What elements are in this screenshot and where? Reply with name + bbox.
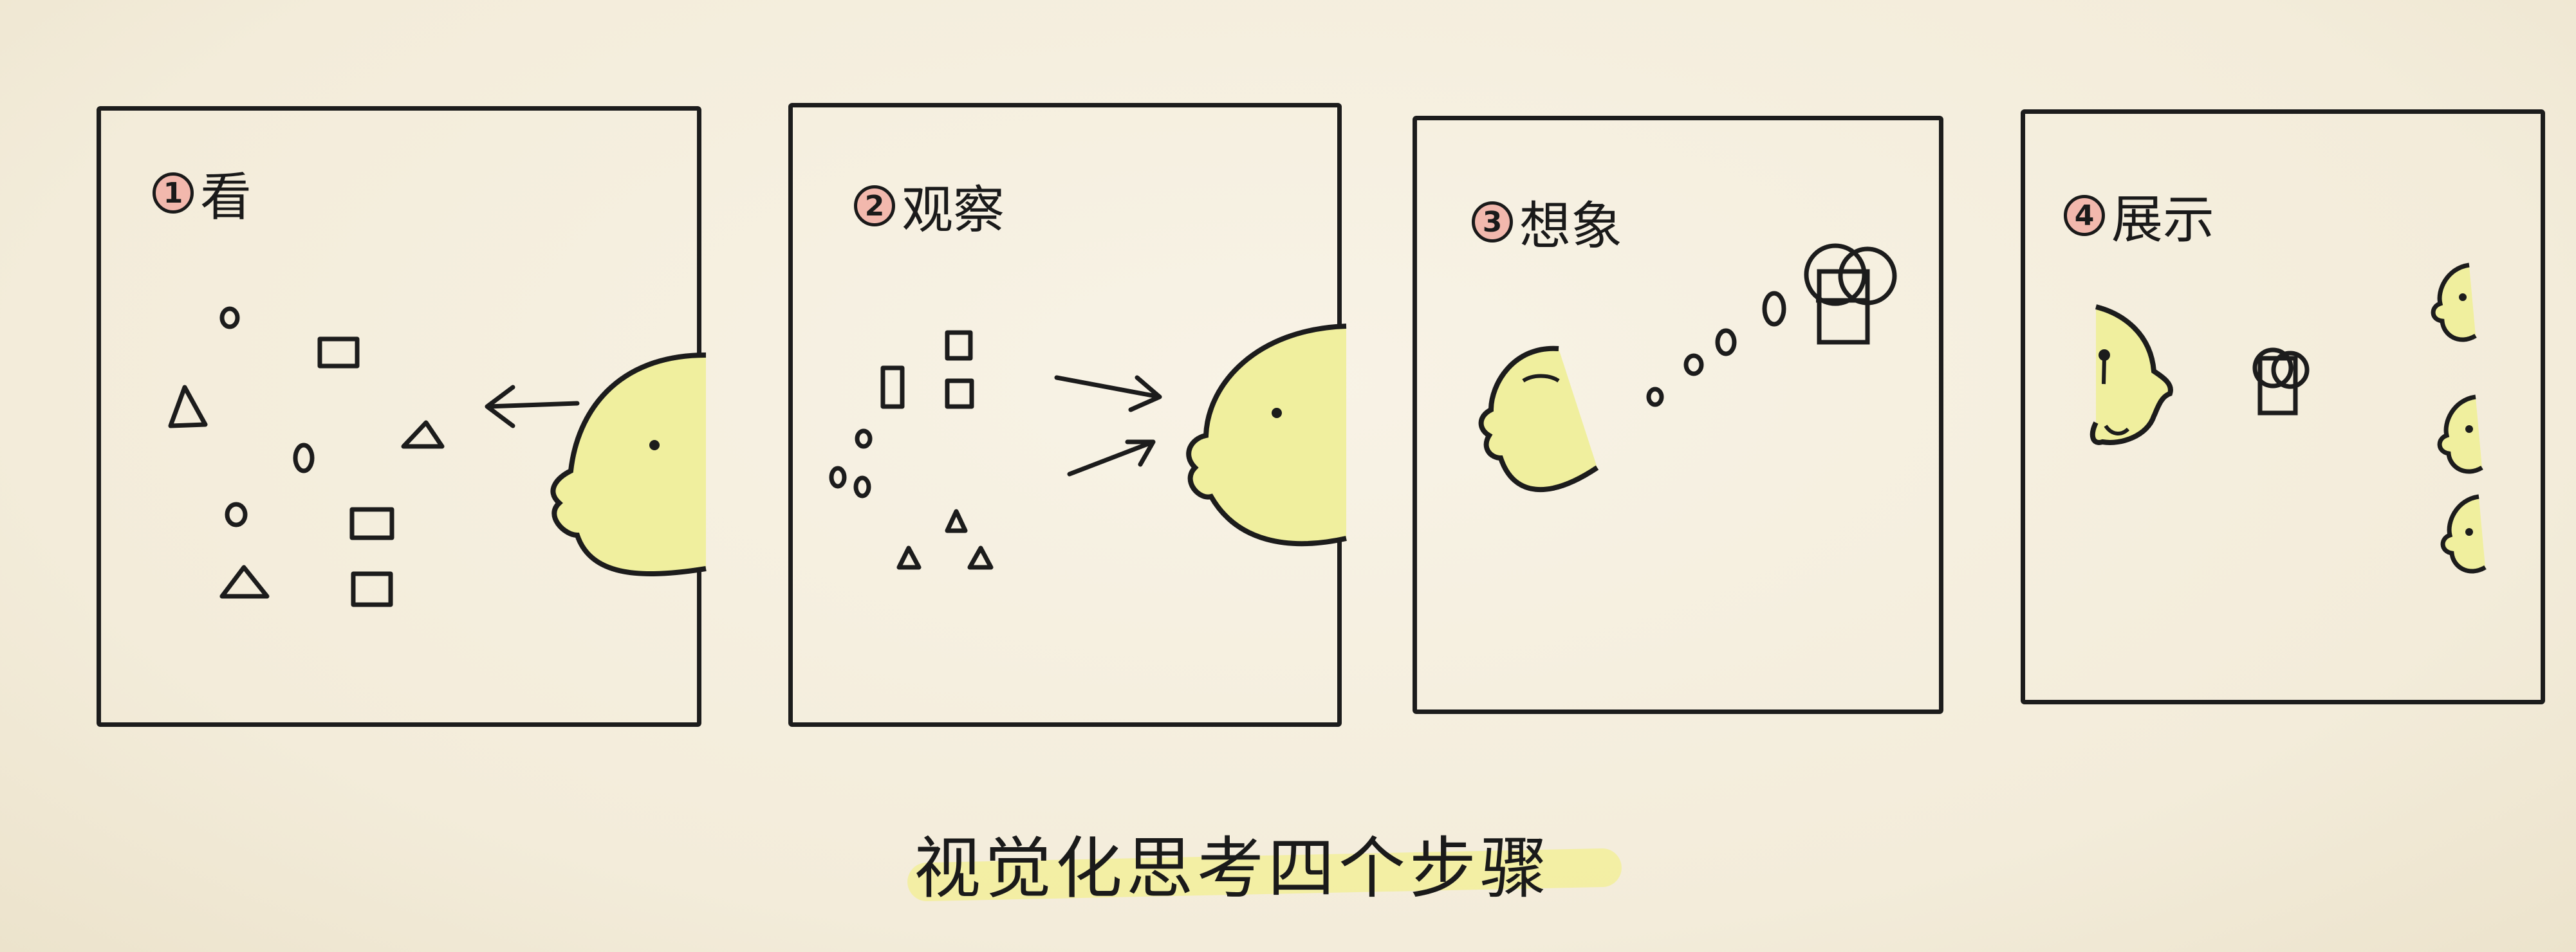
- panel-step-1: 1 看: [97, 106, 707, 727]
- step-4-number: 4: [2064, 195, 2105, 236]
- triangle-shape: [401, 420, 445, 449]
- eye-dot-icon: [2465, 528, 2473, 536]
- triangle-shape: [168, 385, 208, 428]
- square-shape: [349, 507, 394, 540]
- caption-text: 视觉化思考四个步骤: [914, 829, 1552, 908]
- face-profile-icon: [550, 352, 707, 577]
- square-shape: [317, 336, 360, 369]
- square-shape: [351, 571, 393, 607]
- triangle-shape: [967, 545, 994, 570]
- thought-bubble-small: [1683, 353, 1704, 376]
- imagined-square-shape: [1817, 269, 1870, 345]
- thought-bubble-small: [1646, 387, 1664, 407]
- presenter-face-icon: [2090, 304, 2173, 445]
- audience-face-icon: [2440, 494, 2487, 574]
- square-shape: [945, 330, 973, 361]
- triangle-shape: [945, 509, 968, 533]
- arrow-right-icon: [1054, 375, 1162, 412]
- square-shape: [945, 378, 974, 409]
- look-scene: [168, 306, 707, 607]
- step-3-title: 3 想象: [1472, 185, 1622, 259]
- face-profile-icon: [1186, 324, 1347, 547]
- observe-scene: [829, 324, 1347, 570]
- audience-face-icon: [2431, 262, 2477, 342]
- small-circle-shape: [829, 466, 847, 489]
- step-2-number: 2: [854, 185, 895, 226]
- eye-dot-icon: [1272, 408, 1282, 418]
- eye-dot-icon: [2099, 349, 2110, 361]
- step-3-number: 3: [1472, 201, 1513, 243]
- presented-circle-shape: [2271, 351, 2310, 389]
- presented-circle-shape: [2252, 347, 2293, 389]
- arrow-right-icon: [1067, 439, 1156, 477]
- small-circle-shape: [855, 428, 873, 449]
- arrow-left-icon: [485, 385, 580, 428]
- eye-dot-icon: [649, 440, 660, 450]
- mouth-icon: [2104, 425, 2130, 435]
- imagine-scene: [1478, 243, 1897, 493]
- eyebrow-icon: [1522, 374, 1560, 383]
- thought-bubble-medium: [1762, 291, 1786, 327]
- present-scene: [2090, 262, 2487, 574]
- step-4-label: 展示: [2111, 190, 2214, 250]
- eye-dot-icon: [2459, 293, 2467, 301]
- panel-step-4: 4 展示: [2021, 109, 2545, 704]
- small-circle-shape: [225, 502, 248, 527]
- step-4-title: 4 展示: [2064, 178, 2214, 253]
- step-2-label: 观察: [902, 180, 1005, 240]
- panel-step-2: 2 观察: [788, 103, 1347, 727]
- triangle-shape: [896, 545, 922, 570]
- audience-face-icon: [2437, 394, 2483, 474]
- thought-bubble-small: [1715, 328, 1737, 356]
- panel-step-3: 3 想象: [1413, 116, 1943, 714]
- oval-shape: [293, 443, 315, 473]
- step-1-title: 1 看: [153, 156, 252, 230]
- step-2-title: 2 观察: [854, 169, 1005, 243]
- imagined-circle-shape: [1838, 246, 1897, 306]
- step-1-number: 1: [153, 172, 194, 214]
- face-front-icon: [1478, 345, 1599, 493]
- triangle-shape: [219, 565, 270, 599]
- small-circle-shape: [219, 306, 240, 329]
- step-3-label: 想象: [1519, 196, 1622, 256]
- square-shape: [880, 365, 905, 409]
- eye-dot-icon: [2465, 425, 2473, 433]
- imagined-circle-shape: [1804, 243, 1867, 306]
- step-1-label: 看: [200, 167, 252, 227]
- small-circle-shape: [853, 475, 871, 499]
